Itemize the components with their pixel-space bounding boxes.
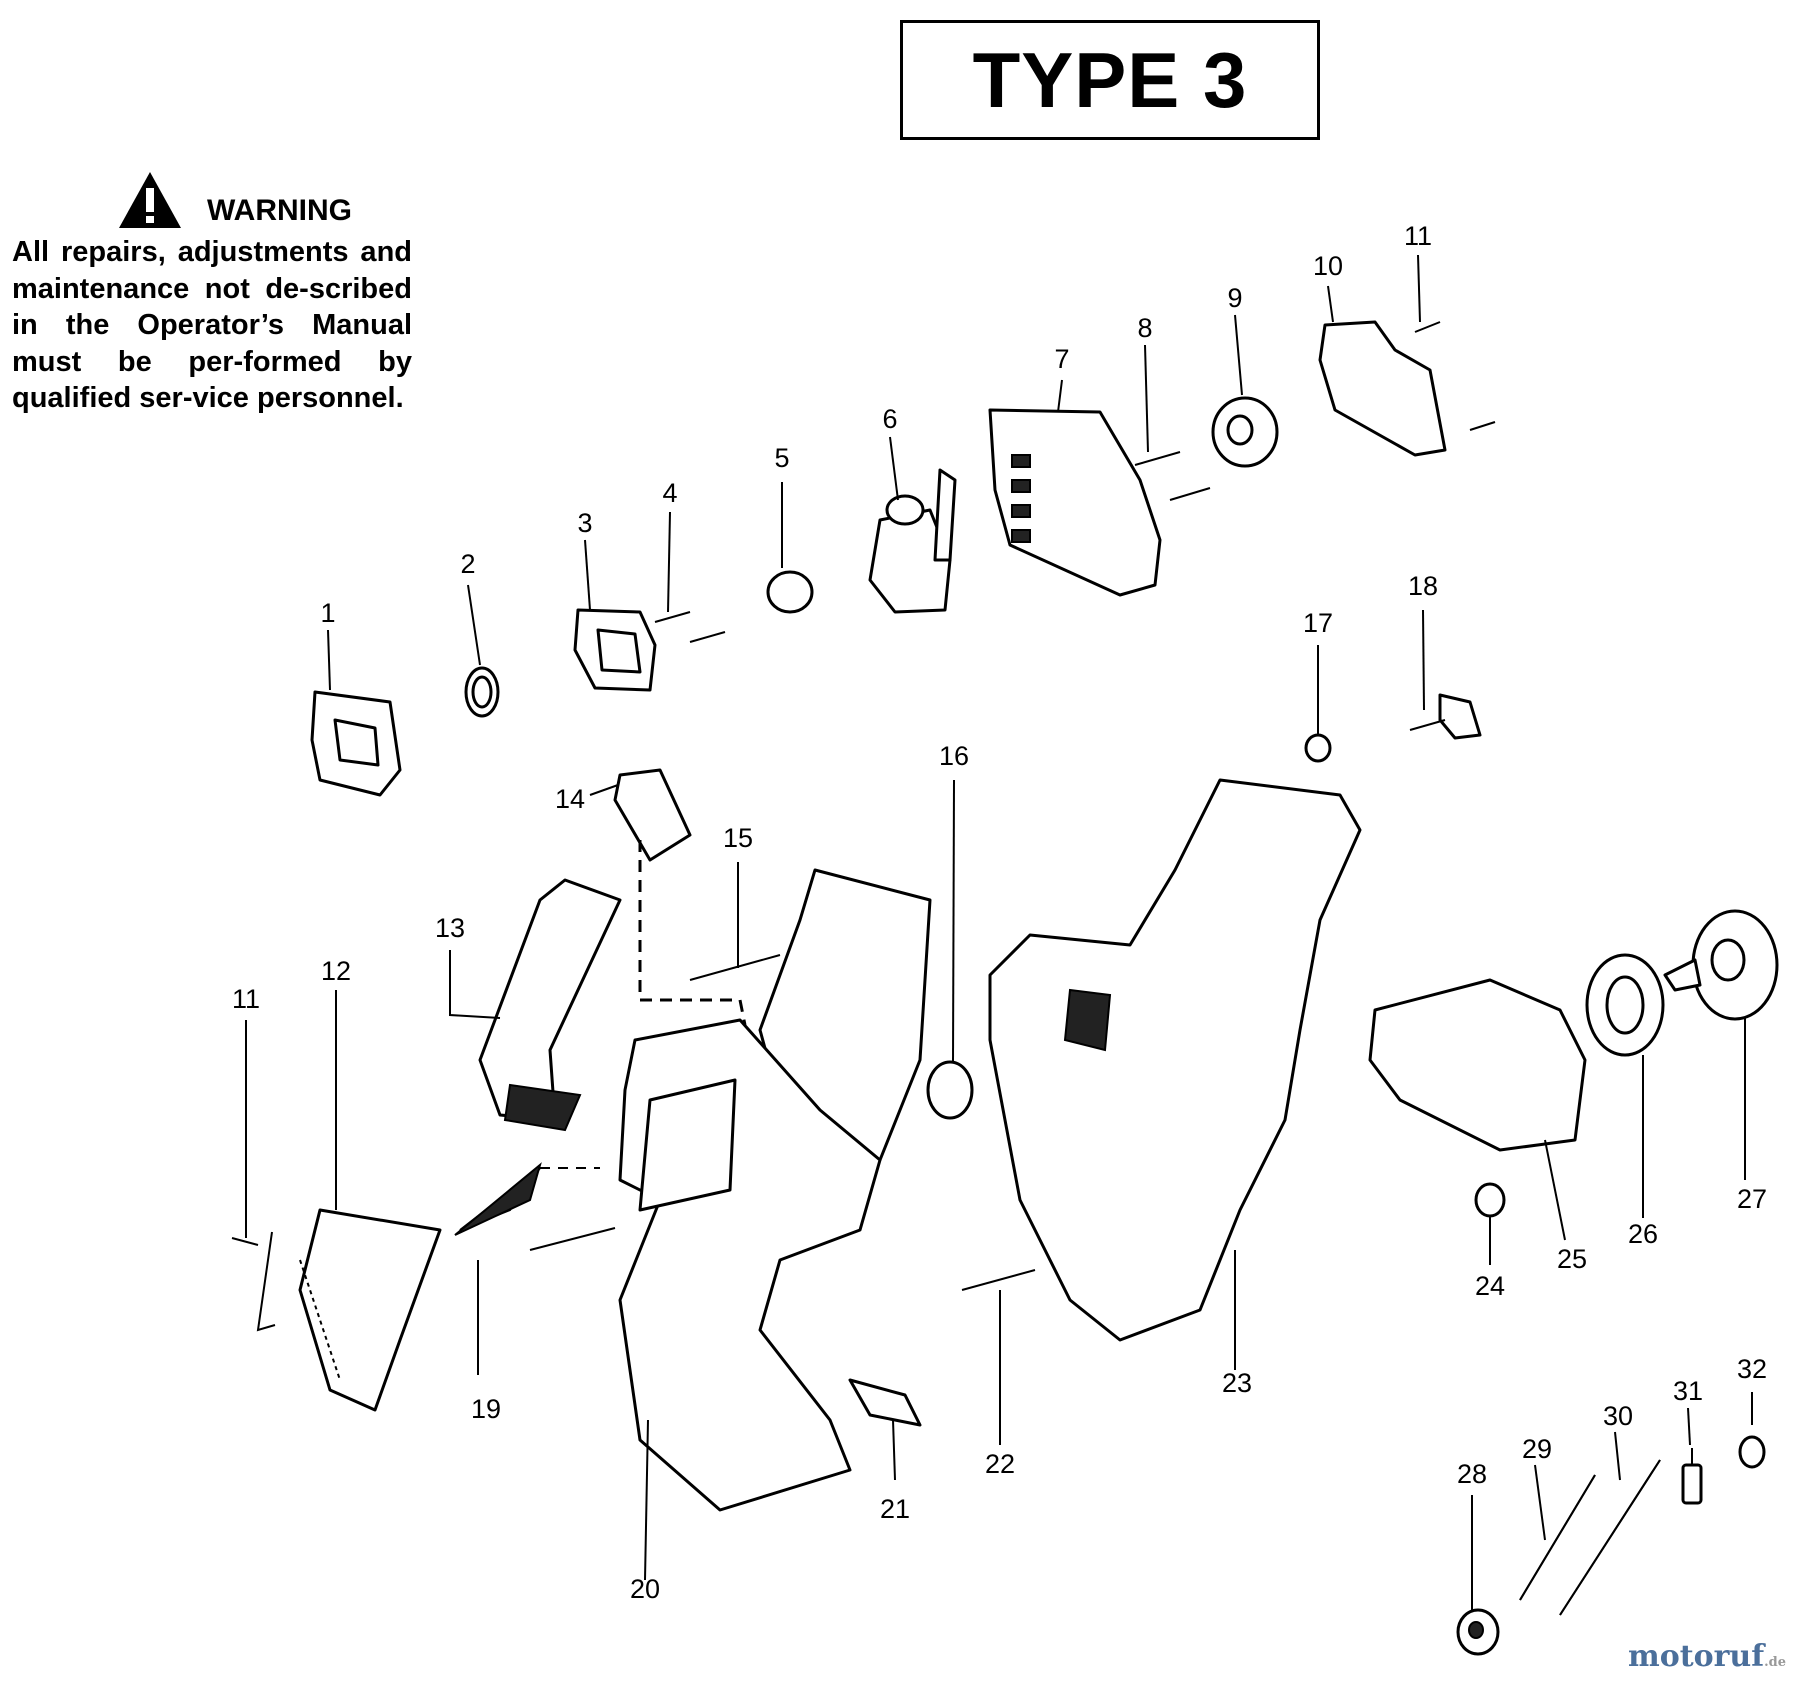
part-12-engine-cover bbox=[298, 1208, 442, 1412]
callout-23: 23 bbox=[1222, 1368, 1252, 1398]
callout-30: 30 bbox=[1603, 1401, 1633, 1431]
callout-2: 2 bbox=[460, 549, 475, 579]
part-23-housing-half bbox=[988, 778, 1362, 1342]
part-15-screw bbox=[689, 954, 781, 981]
leader-dashed-14 bbox=[638, 840, 747, 1026]
part-14-foam bbox=[613, 768, 692, 862]
part-25-fan-cover bbox=[1368, 978, 1587, 1152]
callout-26: 26 bbox=[1628, 1219, 1658, 1249]
part-24-plug bbox=[1474, 1182, 1506, 1218]
callout-3: 3 bbox=[577, 508, 592, 538]
warning-text: All repairs, adjustments and maintenance… bbox=[12, 236, 412, 414]
callout-10: 10 bbox=[1313, 251, 1343, 281]
callout-1: 1 bbox=[320, 598, 335, 628]
callout-19: 19 bbox=[471, 1394, 501, 1424]
part-10-filter-cover bbox=[1318, 320, 1447, 457]
callout-18: 18 bbox=[1408, 571, 1438, 601]
callout-16: 16 bbox=[939, 741, 969, 771]
leader-lines bbox=[245, 254, 1753, 1610]
callout-27: 27 bbox=[1737, 1184, 1767, 1214]
part-29-fuel-line bbox=[1519, 1474, 1596, 1601]
part-11-screws-upper bbox=[1414, 321, 1496, 431]
housing-screw bbox=[529, 1227, 616, 1251]
warning-triangle-icon bbox=[119, 172, 181, 228]
callout-21: 21 bbox=[880, 1494, 910, 1524]
callout-20: 20 bbox=[630, 1574, 660, 1604]
diagram-title-box: TYPE 3 bbox=[900, 20, 1320, 140]
callout-15: 15 bbox=[723, 823, 753, 853]
callout-14: 14 bbox=[555, 784, 585, 814]
part-22-pin bbox=[961, 1269, 1036, 1291]
callout-9: 9 bbox=[1227, 283, 1242, 313]
part-27-fan bbox=[1663, 909, 1779, 1021]
callout-13: 13 bbox=[435, 913, 465, 943]
callout-22: 22 bbox=[985, 1449, 1015, 1479]
part-6-carburetor bbox=[868, 468, 957, 614]
warning-header: WARNING bbox=[117, 160, 412, 230]
part-30-fuel-line bbox=[1559, 1459, 1661, 1616]
part-7-air-box bbox=[988, 408, 1162, 597]
callout-11-lower: 11 bbox=[232, 984, 260, 1014]
watermark-tld: .de bbox=[1764, 1655, 1786, 1670]
callout-8: 8 bbox=[1137, 313, 1152, 343]
callout-29: 29 bbox=[1522, 1434, 1552, 1464]
callout-5: 5 bbox=[774, 443, 789, 473]
part-18-knob bbox=[1409, 693, 1482, 740]
part-26-seal bbox=[1585, 953, 1665, 1057]
part-31-fuel-filter bbox=[1681, 1448, 1703, 1505]
part-19-screen bbox=[454, 1162, 600, 1375]
part-17-nut bbox=[1304, 733, 1332, 763]
watermark-brand: motoruf bbox=[1627, 1639, 1765, 1674]
part-21-clip bbox=[848, 1378, 922, 1427]
part-13-handle bbox=[478, 878, 622, 1132]
part-16-gear bbox=[926, 1060, 974, 1120]
callout-28: 28 bbox=[1457, 1459, 1487, 1489]
part-4-screws bbox=[654, 611, 726, 643]
diagram-title: TYPE 3 bbox=[972, 35, 1248, 124]
warning-heading: WARNING bbox=[207, 194, 352, 227]
part-2-ring bbox=[464, 666, 500, 718]
part-11-screw-lower bbox=[231, 1231, 276, 1332]
part-32-grommet bbox=[1738, 1435, 1766, 1469]
part-9-filter bbox=[1211, 396, 1279, 468]
callout-24: 24 bbox=[1475, 1271, 1505, 1301]
callout-31: 31 bbox=[1673, 1376, 1703, 1406]
part-20-blower-housing bbox=[618, 868, 932, 1512]
part-5-ring bbox=[766, 570, 814, 614]
part-8-screws bbox=[1134, 451, 1211, 501]
callout-labels: 1 2 3 4 5 6 7 8 9 10 11 11 12 13 14 15 1… bbox=[232, 221, 1767, 1604]
warning-notice: WARNING All repairs, adjustments and mai… bbox=[12, 160, 412, 417]
callout-11-upper: 11 bbox=[1404, 221, 1432, 251]
callout-32: 32 bbox=[1737, 1354, 1767, 1384]
part-3-adapter bbox=[573, 608, 657, 692]
callout-17: 17 bbox=[1303, 608, 1333, 638]
callout-7: 7 bbox=[1054, 344, 1069, 374]
part-1-gasket bbox=[310, 690, 402, 797]
callout-25: 25 bbox=[1557, 1244, 1587, 1274]
callout-6: 6 bbox=[882, 404, 897, 434]
watermark-logo: motoruf.de bbox=[1628, 1639, 1786, 1674]
callout-12: 12 bbox=[321, 956, 351, 986]
callout-4: 4 bbox=[662, 478, 677, 508]
part-28-washer bbox=[1456, 1608, 1500, 1656]
